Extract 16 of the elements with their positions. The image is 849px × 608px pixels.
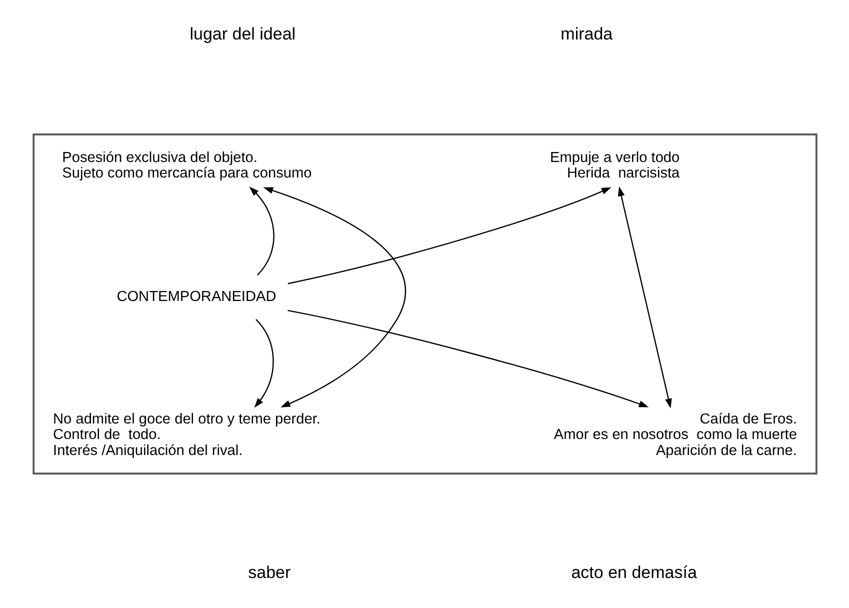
node-text: Caída de Eros. Amor es en nosotros como la muerte Aparición de la carne. — [553, 411, 796, 459]
label: lugar del ideal — [189, 24, 296, 44]
arrow — [262, 187, 406, 408]
arrow — [617, 186, 672, 408]
node-text: Posesión exclusiva del objeto. Sujeto como mercancía para consumo — [62, 150, 312, 182]
arrow — [248, 186, 274, 276]
cluster — [32, 134, 817, 474]
label: acto en demasía — [570, 562, 696, 582]
node-text: No admite el goce del otro y teme perder. Control de todo. Interés /Aniquilación del rival. — [52, 411, 320, 459]
arrow — [287, 187, 611, 284]
arrow — [287, 310, 648, 408]
label: saber — [248, 562, 290, 582]
node-text: Empuje a verlo todo Herida narcisista — [549, 150, 680, 182]
node-text: CONTEMPORANEIDAD — [116, 289, 276, 306]
label: mirada — [560, 24, 612, 44]
arrow — [254, 319, 274, 408]
